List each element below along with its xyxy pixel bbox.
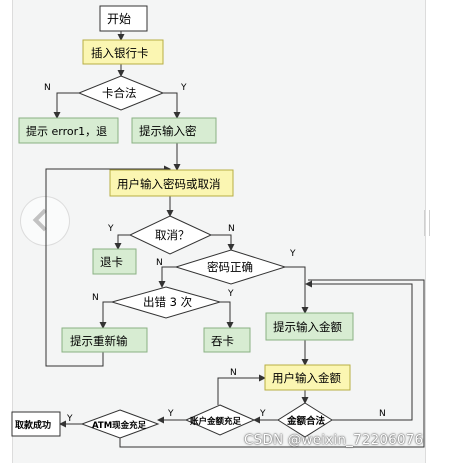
svg-text:Y: Y [167, 409, 174, 419]
csdn-watermark: CSDN @weixin_72206076 [244, 432, 424, 448]
svg-text:账户金额充足: 账户金额充足 [190, 416, 242, 427]
node-start: 开始 [99, 5, 148, 32]
edge-labels: N Y Y N N Y N Y N N Y Y Y [44, 83, 386, 424]
decision-atm-cash: ATM现金充足 [80, 409, 160, 439]
flowchart-canvas [12, 0, 426, 463]
scroll-handle[interactable] [424, 210, 430, 236]
previous-image-arrow-icon[interactable] [20, 196, 70, 246]
node-enter-password: 用户输入密码或取消 [109, 169, 234, 197]
svg-text:Y: Y [66, 414, 73, 424]
svg-text:ATM现金充足: ATM现金充足 [92, 420, 147, 431]
node-prompt-error: 提示 error1，退 [18, 117, 119, 144]
svg-text:Y: Y [259, 409, 266, 419]
node-prompt-retry: 提示重新输 [61, 327, 148, 353]
decision-card-valid: 卡合法 [77, 75, 165, 111]
node-swallow-card: 吞卡 [203, 327, 251, 353]
svg-text:提示输入密: 提示输入密 [139, 124, 197, 138]
svg-text:提示 error1，退: 提示 error1，退 [26, 125, 107, 138]
svg-text:金额合法: 金额合法 [286, 415, 326, 427]
decision-cancel: 取消？ [128, 215, 213, 255]
node-eject-card: 退卡 [92, 248, 137, 275]
node-prompt-password: 提示输入密 [131, 117, 217, 144]
svg-text:吞卡: 吞卡 [211, 334, 234, 348]
decision-balance-ok: 账户金额充足 [184, 404, 256, 436]
node-withdraw-ok: 取款成功 [11, 411, 61, 437]
svg-text:Y: Y [107, 224, 114, 234]
svg-text:密码正确: 密码正确 [207, 260, 253, 274]
connectors [45, 31, 425, 448]
svg-text:N: N [92, 293, 99, 303]
svg-text:卡合法: 卡合法 [102, 86, 137, 100]
svg-text:用户输入金额: 用户输入金额 [272, 371, 341, 385]
svg-text:Y: Y [289, 249, 296, 259]
svg-text:N: N [230, 368, 237, 378]
svg-text:出错 3 次: 出错 3 次 [143, 295, 193, 309]
svg-text:取消？: 取消？ [155, 228, 190, 242]
node-prompt-amount: 提示输入金额 [265, 312, 354, 341]
svg-text:Y: Y [180, 83, 187, 93]
decision-errors-3: 出错 3 次 [110, 286, 222, 319]
svg-text:用户输入密码或取消: 用户输入密码或取消 [117, 177, 221, 191]
decision-amount-valid: 金额合法 [277, 402, 333, 438]
svg-text:取款成功: 取款成功 [15, 419, 51, 431]
svg-text:插入银行卡: 插入银行卡 [91, 46, 149, 60]
svg-text:提示输入金额: 提示输入金额 [273, 320, 342, 334]
node-enter-amount: 用户输入金额 [264, 364, 351, 391]
svg-text:Y: Y [227, 289, 234, 299]
svg-text:N: N [379, 409, 386, 419]
decision-password-ok: 密码正确 [174, 249, 287, 285]
svg-text:N: N [156, 258, 163, 268]
svg-text:开始: 开始 [107, 12, 131, 26]
svg-text:N: N [44, 83, 51, 93]
svg-text:退卡: 退卡 [100, 255, 123, 269]
svg-text:N: N [228, 224, 235, 234]
node-insert-card: 插入银行卡 [82, 39, 164, 65]
svg-text:提示重新输: 提示重新输 [70, 334, 128, 348]
